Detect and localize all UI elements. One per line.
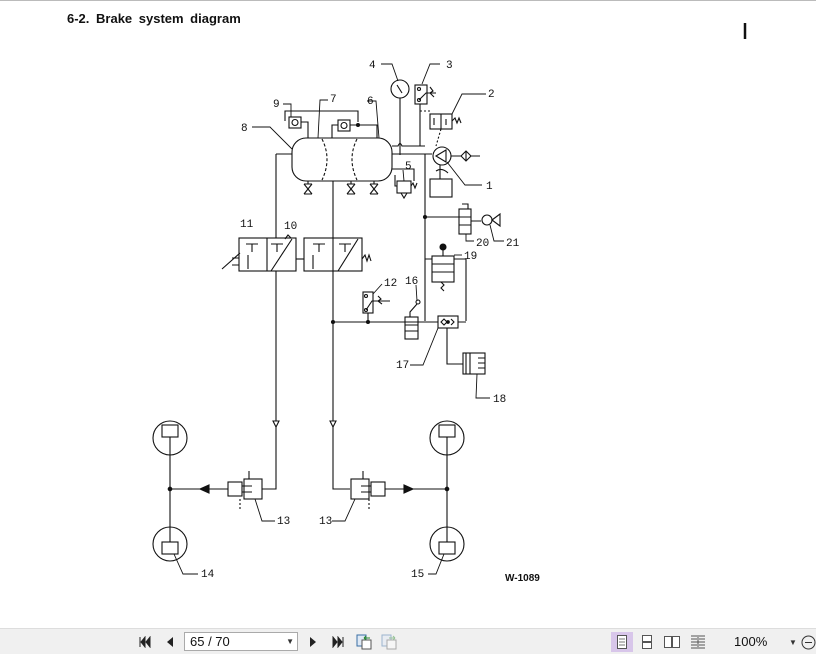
previous-page-icon (167, 637, 173, 647)
cylinder-18 (462, 352, 486, 375)
figure-code: W-1089 (505, 573, 540, 584)
check-valve-9 (284, 110, 359, 138)
zoom-level[interactable]: 100% (734, 634, 768, 649)
first-page-icon (139, 636, 151, 648)
callout-2: 2 (488, 89, 495, 101)
pdf-navigation-toolbar: 65 / 70 ▼ 100% ▼ (0, 628, 816, 654)
page-number-value: 65 / 70 (190, 634, 230, 649)
brake-valve-10 (284, 234, 372, 272)
chevron-down-icon[interactable]: ▼ (286, 637, 294, 646)
brake-chamber-13-left (227, 471, 263, 509)
callout-19: 19 (464, 251, 477, 263)
safety-valve-5 (392, 168, 418, 200)
valve-20 (458, 203, 501, 235)
previous-view-button[interactable] (355, 633, 373, 651)
document-page: 6-2. Brake system diagram (0, 0, 816, 584)
go-forward-view-icon (381, 634, 397, 650)
next-view-button[interactable] (380, 633, 398, 651)
pressure-gauge-4 (390, 79, 410, 155)
callout-21: 21 (506, 238, 520, 250)
valve-19 (431, 243, 467, 321)
right-supply-line (424, 154, 460, 321)
callout-10: 10 (284, 221, 297, 233)
drain-valves (303, 181, 379, 195)
callout-5: 5 (405, 161, 412, 173)
callout-16: 16 (405, 276, 418, 288)
callout-15: 15 (411, 569, 424, 581)
pressure-switch-12 (362, 291, 390, 322)
last-page-button[interactable] (330, 633, 346, 651)
check-valve (331, 119, 378, 138)
callout-14: 14 (201, 569, 215, 581)
unloader-valve-2 (420, 110, 462, 147)
supply-pipe (392, 142, 432, 155)
leader-lines (173, 63, 504, 575)
continuous-icon (642, 635, 652, 649)
section-title: 6-2. Brake system diagram (67, 11, 241, 26)
pressure-switch-3 (414, 84, 436, 146)
callout-6: 6 (367, 96, 374, 108)
callout-4: 4 (369, 60, 376, 72)
brake-system-diagram: 4 3 2 9 7 6 8 5 1 11 10 20 21 19 12 16 1… (152, 23, 747, 584)
wheel-brakes-left (152, 420, 228, 562)
callout-20: 20 (476, 238, 489, 250)
wheel-brakes-right (385, 420, 465, 562)
callout-13-left: 13 (277, 516, 290, 528)
facing-view-button[interactable] (661, 632, 683, 652)
brake-valve-11 (221, 237, 304, 272)
callout-9: 9 (273, 99, 280, 111)
compressor-1 (429, 146, 480, 198)
next-page-icon (310, 637, 316, 647)
zoom-out-icon (801, 635, 816, 649)
callout-18: 18 (493, 394, 506, 406)
previous-page-button[interactable] (162, 633, 178, 651)
continuous-facing-icon (691, 635, 705, 649)
zoom-dropdown-chevron-icon[interactable]: ▼ (789, 637, 797, 647)
callout-3: 3 (446, 60, 453, 72)
next-page-button[interactable] (305, 633, 321, 651)
brake-chamber-13-right (350, 471, 386, 509)
air-tank (291, 137, 393, 182)
single-page-view-button[interactable] (611, 632, 633, 652)
first-page-button[interactable] (137, 633, 153, 651)
last-page-icon (332, 636, 344, 648)
continuous-facing-view-button[interactable] (687, 632, 709, 652)
continuous-view-button[interactable] (636, 632, 658, 652)
relay-valve-17 (437, 315, 463, 365)
callout-labels: 4 3 2 9 7 6 8 5 1 11 10 20 21 19 12 16 1… (201, 60, 540, 584)
callout-17: 17 (396, 360, 409, 372)
callout-8: 8 (241, 123, 248, 135)
valve-16 (404, 299, 421, 340)
single-page-icon (617, 635, 627, 649)
page-number-field[interactable]: 65 / 70 ▼ (184, 632, 298, 651)
callout-12: 12 (384, 278, 397, 290)
facing-icon (664, 636, 680, 648)
callout-11: 11 (240, 219, 254, 231)
callout-1: 1 (486, 181, 493, 193)
callout-7: 7 (330, 94, 337, 106)
left-brake-line (275, 153, 292, 421)
callout-13-right: 13 (319, 516, 332, 528)
go-back-view-icon (356, 634, 372, 650)
zoom-out-button[interactable] (801, 633, 816, 651)
